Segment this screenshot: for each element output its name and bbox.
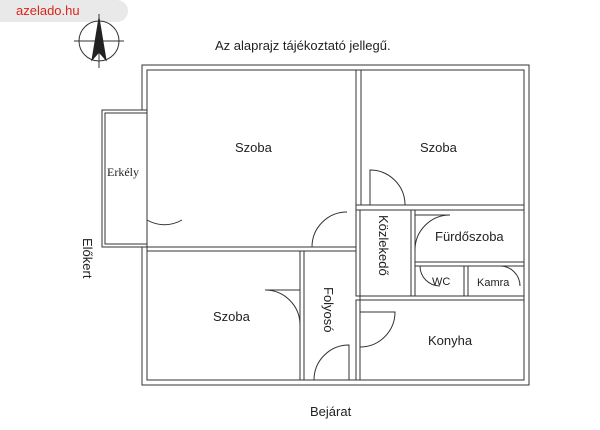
room-label-pantry: Kamra [477,277,510,289]
room-label-bathroom: Fürdőszoba [435,229,504,244]
room-label-corridor: Közlekedő [376,215,391,276]
room-label-top-left: Szoba [235,140,273,155]
front-garden-label: Előkert [80,238,95,279]
watermark-badge: azelado.hu [0,0,128,22]
room-label-top-right: Szoba [420,140,458,155]
room-label-kitchen: Konyha [428,333,473,348]
room-label-wc: WC [432,276,450,288]
plan-note: Az alaprajz tájékoztató jellegű. [215,38,391,53]
north-arrow-icon [74,14,124,68]
doors [146,169,521,381]
entrance-label: Bejárat [310,404,352,419]
room-label-balcony: Erkély [107,165,139,179]
room-label-hallway: Folyosó [321,287,336,333]
interior-walls [146,69,525,381]
room-label-bottom-left: Szoba [213,309,251,324]
